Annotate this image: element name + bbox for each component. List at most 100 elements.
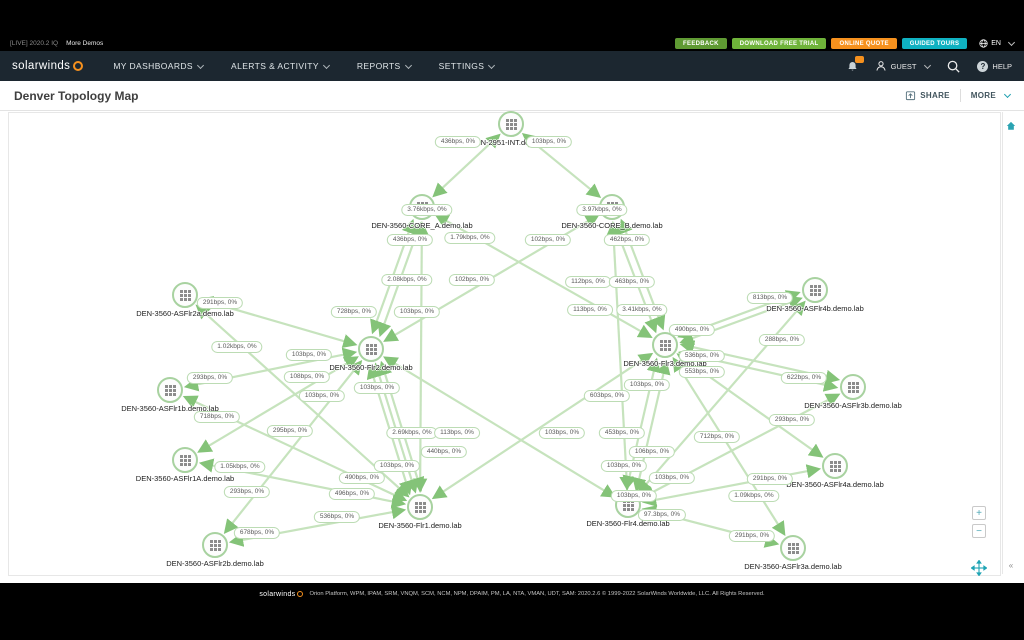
link-utilization-label: 436bps, 0% [386, 233, 434, 247]
node-label: DEN-3560-Flr1.demo.lab [378, 521, 462, 530]
share-button[interactable]: SHARE [905, 90, 950, 101]
chevron-down-icon [322, 61, 330, 69]
link-utilization-label: 288bps, 0% [758, 333, 806, 347]
collapse-rail-button[interactable]: « [1008, 561, 1014, 570]
brand-text: solarwinds [12, 60, 71, 72]
switch-icon [407, 494, 433, 520]
right-rail: « [1002, 112, 1019, 574]
page-title: Denver Topology Map [14, 88, 139, 103]
link-utilization-label: 712bps, 0% [693, 430, 741, 444]
link-utilization-label: 3.97kbps, 0% [576, 203, 628, 217]
divider [959, 89, 961, 102]
main-menu: MY DASHBOARDS ALERTS & ACTIVITY REPORTS … [113, 61, 496, 71]
link-utilization-label: 103bps, 0% [623, 378, 671, 392]
node-label: DEN-3560-Flr2.demo.lab [329, 363, 413, 372]
link-utilization-label: 1.79kbps, 0% [444, 231, 496, 245]
node-label: DEN-3560-ASFlr1b.demo.lab [121, 404, 219, 413]
switch-ports-glyph [417, 202, 420, 205]
pan-button[interactable] [970, 559, 988, 579]
link-utilization-label: 1.09kbps, 0% [728, 489, 780, 503]
download-free-trial-button[interactable]: DOWNLOAD FREE TRIAL [731, 38, 827, 49]
help-button[interactable]: ? HELP [977, 60, 1012, 72]
menu-alerts-activity[interactable]: ALERTS & ACTIVITY [231, 61, 330, 71]
switch-ports-glyph [830, 461, 833, 464]
switch-ports-glyph [415, 502, 418, 505]
switch-ports-glyph [848, 382, 851, 385]
link-utilization-label: 3.76kbps, 0% [401, 203, 453, 217]
switch-icon [202, 532, 228, 558]
menu-reports[interactable]: REPORTS [357, 61, 412, 71]
node-label: DEN-3560-CORE_A.demo.lab [371, 221, 473, 230]
link-utilization-label: 103bps, 0% [600, 459, 648, 473]
feedback-button[interactable]: FEEDBACK [675, 38, 727, 49]
link-utilization-label: 103bps, 0% [538, 426, 586, 440]
link-utilization-label: 112bps, 0% [565, 275, 611, 289]
link-utilization-label: 813bps, 0% [746, 291, 794, 305]
link-utilization-label: 2.69kbps, 0% [386, 426, 438, 440]
switch-ports-glyph [366, 344, 369, 347]
node-label: DEN-3560-ASFlr4a.demo.lab [786, 480, 884, 489]
brand-mark-icon [73, 61, 84, 71]
link-utilization-label: 1.05kbps, 0% [214, 460, 266, 474]
switch-ports-glyph [506, 119, 509, 122]
link-utilization-label: 97.3bps, 0% [637, 508, 687, 522]
topology-edge [383, 356, 616, 498]
nav-right-cluster: GUEST ? HELP [846, 55, 1012, 74]
brand-mark-icon [297, 591, 304, 597]
footer-logo: solarwinds [259, 591, 304, 598]
link-utilization-label: 293bps, 0% [223, 485, 271, 499]
bell-icon [848, 61, 857, 70]
link-utilization-label: 496bps, 0% [328, 487, 376, 501]
chevron-down-icon [1007, 38, 1016, 47]
search-icon [948, 60, 960, 73]
link-utilization-label: 490bps, 0% [668, 323, 716, 337]
user-icon [875, 61, 886, 71]
top-nav: solarwinds MY DASHBOARDS ALERTS & ACTIVI… [0, 51, 1024, 81]
link-utilization-label: 293bps, 0% [186, 371, 234, 385]
link-utilization-label: 291bps, 0% [728, 529, 776, 543]
link-utilization-label: 536bps, 0% [313, 510, 361, 524]
share-icon [906, 91, 916, 101]
link-utilization-label: 103bps, 0% [285, 348, 333, 362]
zoom-out-button[interactable]: − [972, 524, 986, 538]
user-menu[interactable]: GUEST [875, 60, 932, 72]
link-utilization-label: 103bps, 0% [610, 489, 658, 503]
online-quote-button[interactable]: ONLINE QUOTE [831, 38, 897, 49]
switch-icon [498, 111, 524, 137]
search-button[interactable] [946, 59, 961, 74]
link-utilization-label: 536bps, 0% [678, 349, 726, 363]
node-label: DEN-2951-INT.demo.lab [470, 138, 552, 147]
link-utilization-label: 103bps, 0% [648, 471, 696, 485]
more-demos-link[interactable]: More Demos [66, 40, 104, 47]
solarwinds-logo[interactable]: solarwinds [12, 60, 84, 72]
guided-tours-button[interactable]: GUIDED TOURS [901, 38, 968, 49]
node-label: DEN-3560-ASFlr4b.demo.lab [766, 304, 864, 313]
switch-icon [358, 336, 384, 362]
link-utilization-label: 718bps, 0% [193, 410, 241, 424]
link-utilization-label: 113bps, 0% [567, 303, 613, 317]
switch-icon [780, 535, 806, 561]
help-label: HELP [992, 61, 1012, 71]
link-utilization-label: 3.41kbps, 0% [616, 303, 668, 317]
link-utilization-label: 291bps, 0% [746, 472, 794, 486]
footer: solarwinds Orion Platform, WPM, IPAM, SR… [0, 583, 1024, 605]
link-utilization-label: 108bps, 0% [283, 370, 331, 384]
zoom-in-button[interactable]: + [972, 506, 986, 520]
notifications-button[interactable] [846, 55, 864, 73]
content-area: Denver Topology Map SHARE MORE [0, 81, 1024, 583]
link-utilization-label: 1.02kbps, 0% [211, 340, 263, 354]
more-button[interactable]: MORE [971, 90, 1012, 100]
node-label: DEN-3560-CORE_B.demo.lab [561, 221, 663, 230]
question-icon: ? [977, 60, 989, 72]
user-label: GUEST [890, 61, 917, 71]
menu-my-dashboards[interactable]: MY DASHBOARDS [113, 61, 205, 71]
home-button[interactable] [1006, 118, 1016, 136]
node-label: DEN-3560-Flr4.demo.lab [586, 519, 670, 528]
page-header-actions: SHARE MORE [905, 89, 1012, 102]
link-utilization-label: 463bps, 0% [608, 275, 656, 289]
language-selector[interactable]: EN [979, 38, 1016, 48]
menu-settings[interactable]: SETTINGS [439, 61, 496, 71]
chevron-down-icon [488, 61, 496, 69]
node-label: DEN-3560-ASFlr3a.demo.lab [744, 562, 842, 571]
